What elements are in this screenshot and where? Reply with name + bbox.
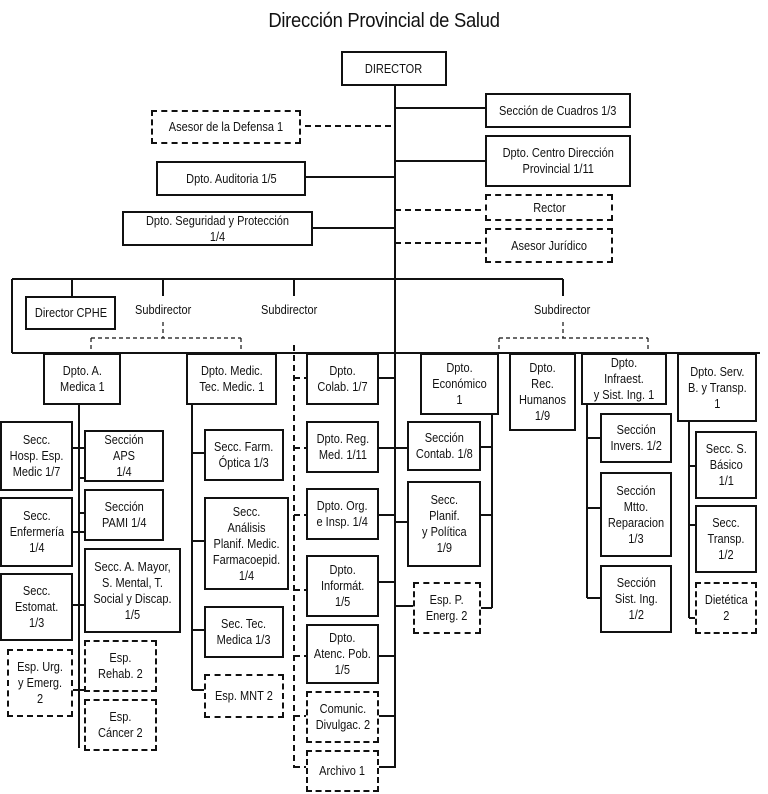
secc-estomat-box: Secc. Estomat. 1/3 bbox=[0, 573, 73, 641]
seccion-pami-box: Sección PAMI 1/4 bbox=[84, 489, 164, 541]
secc-enfermeria-box: Secc. Enfermería 1/4 bbox=[0, 497, 73, 567]
chart-title: Dirección Provincial de Salud bbox=[268, 10, 500, 32]
subdirector-label-1: Subdirector bbox=[135, 303, 192, 317]
asesor-defensa-box: Asesor de la Defensa 1 bbox=[151, 110, 301, 144]
secc-analisis-box: Secc. Análisis Planif. Medic. Farmacoepi… bbox=[204, 497, 289, 590]
dpto-auditoria-box: Dpto. Auditoria 1/5 bbox=[156, 161, 306, 196]
esp-cancer-box: Esp. Cáncer 2 bbox=[84, 699, 157, 751]
secc-hosp-esp-box: Secc. Hosp. Esp. Medic 1/7 bbox=[0, 421, 73, 491]
secc-planif-politica-box: Secc. Planif. y Política 1/9 bbox=[407, 481, 481, 567]
dpto-rec-humanos-box: Dpto. Rec. Humanos 1/9 bbox=[509, 353, 576, 431]
seccion-invers-box: Sección Invers. 1/2 bbox=[600, 413, 672, 463]
director-box: DIRECTOR bbox=[341, 51, 447, 86]
secc-a-mayor-box: Secc. A. Mayor, S. Mental, T. Social y D… bbox=[84, 548, 181, 633]
director-cphe-box: Director CPHE bbox=[25, 296, 116, 330]
esp-urg-emerg-box: Esp. Urg. y Emerg. 2 bbox=[7, 649, 73, 717]
seccion-contab-box: Sección Contab. 1/8 bbox=[407, 421, 481, 471]
dpto-economico-box: Dpto. Económico 1 bbox=[420, 353, 499, 415]
asesor-juridico-box: Asesor Jurídico bbox=[485, 228, 613, 263]
subdirector-label-3: Subdirector bbox=[534, 303, 591, 317]
esp-rehab-box: Esp. Rehab. 2 bbox=[84, 640, 157, 692]
archivo-box: Archivo 1 bbox=[306, 750, 379, 792]
sec-tec-medica-box: Sec. Tec. Medica 1/3 bbox=[204, 606, 284, 658]
seccion-sist-ing-box: Sección Sist. Ing. 1/2 bbox=[600, 565, 672, 633]
dpto-colab-box: Dpto. Colab. 1/7 bbox=[306, 353, 379, 405]
dpto-centro-direccion-box: Dpto. Centro Dirección Provincial 1/11 bbox=[485, 135, 631, 187]
esp-energ-box: Esp. P. Energ. 2 bbox=[413, 582, 481, 634]
dpto-infraest-box: Dpto. Infraest. y Sist. Ing. 1 bbox=[581, 353, 667, 405]
dpto-a-medica-box: Dpto. A. Medica 1 bbox=[43, 353, 121, 405]
dietetica-box: Dietética 2 bbox=[695, 582, 757, 634]
esp-mnt-box: Esp. MNT 2 bbox=[204, 674, 284, 718]
dpto-seguridad-box: Dpto. Seguridad y Protección 1/4 bbox=[122, 211, 313, 246]
dpto-informat-box: Dpto. Informát. 1/5 bbox=[306, 555, 379, 617]
comunic-divulgac-box: Comunic. Divulgac. 2 bbox=[306, 691, 379, 743]
dpto-atenc-pob-box: Dpto. Atenc. Pob. 1/5 bbox=[306, 624, 379, 684]
subdirector-label-2: Subdirector bbox=[261, 303, 318, 317]
secc-transp-box: Secc. Transp. 1/2 bbox=[695, 505, 757, 573]
rector-box: Rector bbox=[485, 194, 613, 221]
dpto-reg-med-box: Dpto. Reg. Med. 1/11 bbox=[306, 421, 379, 473]
seccion-cuadros-box: Sección de Cuadros 1/3 bbox=[485, 93, 631, 128]
secc-s-basico-box: Secc. S. Básico 1/1 bbox=[695, 431, 757, 499]
seccion-aps-box: Sección APS 1/4 bbox=[84, 430, 164, 482]
seccion-mtto-box: Sección Mtto. Reparacion 1/3 bbox=[600, 472, 672, 557]
dpto-medic-tec-box: Dpto. Medic. Tec. Medic. 1 bbox=[186, 353, 277, 405]
dpto-serv-transp-box: Dpto. Serv. B. y Transp. 1 bbox=[677, 353, 757, 422]
secc-farm-optica-box: Secc. Farm. Óptica 1/3 bbox=[204, 429, 284, 481]
dpto-org-insp-box: Dpto. Org. e Insp. 1/4 bbox=[306, 488, 379, 540]
